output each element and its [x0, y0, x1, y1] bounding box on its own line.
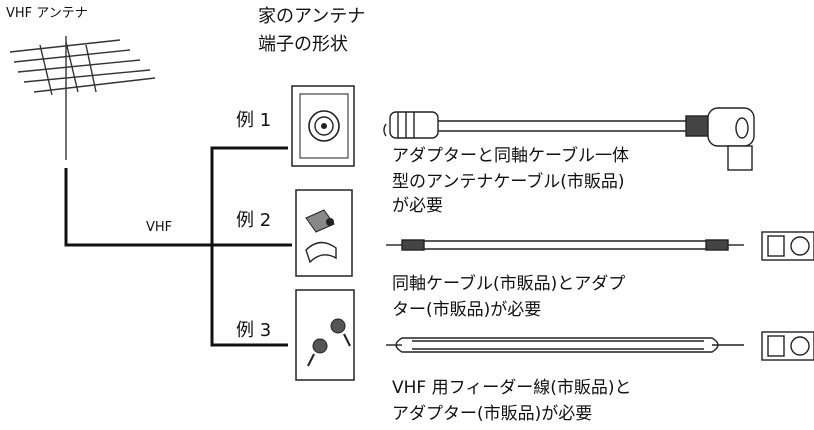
- terminal-heading-line-1: 家のアンテナ: [258, 6, 366, 27]
- example-2-description-line-2: ター(市販品)が必要: [392, 300, 542, 320]
- terminal-heading-line-2: 端子の形状: [258, 34, 348, 55]
- coax-cable-with-adapter-icon: [383, 107, 755, 171]
- example-1-description-line-1: アダプターと同軸ケーブル一体: [392, 146, 629, 166]
- example-3-description-line-1: VHF 用フィーダー線(市販品)と: [392, 378, 632, 398]
- example-1-description-line-3: が必要: [392, 196, 443, 216]
- example-3-description-line-2: アダプター(市販品)が必要: [392, 404, 593, 424]
- twin-screw-terminal-icon: [295, 289, 355, 381]
- connection-lines: [64, 146, 292, 347]
- example-2-description-line-1: 同軸ケーブル(市販品)とアダプ: [392, 274, 626, 294]
- coaxial-socket-icon: [291, 85, 355, 167]
- example-1-label: 例 1: [236, 110, 272, 131]
- example-2-label: 例 2: [236, 210, 272, 231]
- line-label: VHF: [146, 220, 173, 235]
- vhf-antenna-icon: [9, 36, 156, 160]
- example-1-description-line-2: 型のアンテナケーブル(市販品): [392, 172, 625, 192]
- antenna-label: VHF アンテナ: [6, 6, 88, 21]
- feeder-wire-icon: [386, 331, 814, 361]
- adapter-icon: [761, 231, 814, 261]
- example-3-label: 例 3: [236, 320, 272, 341]
- screw-terminal-with-fitting-icon: [295, 189, 353, 277]
- coax-cable-icon: [386, 231, 814, 261]
- adapter-icon: [761, 331, 814, 361]
